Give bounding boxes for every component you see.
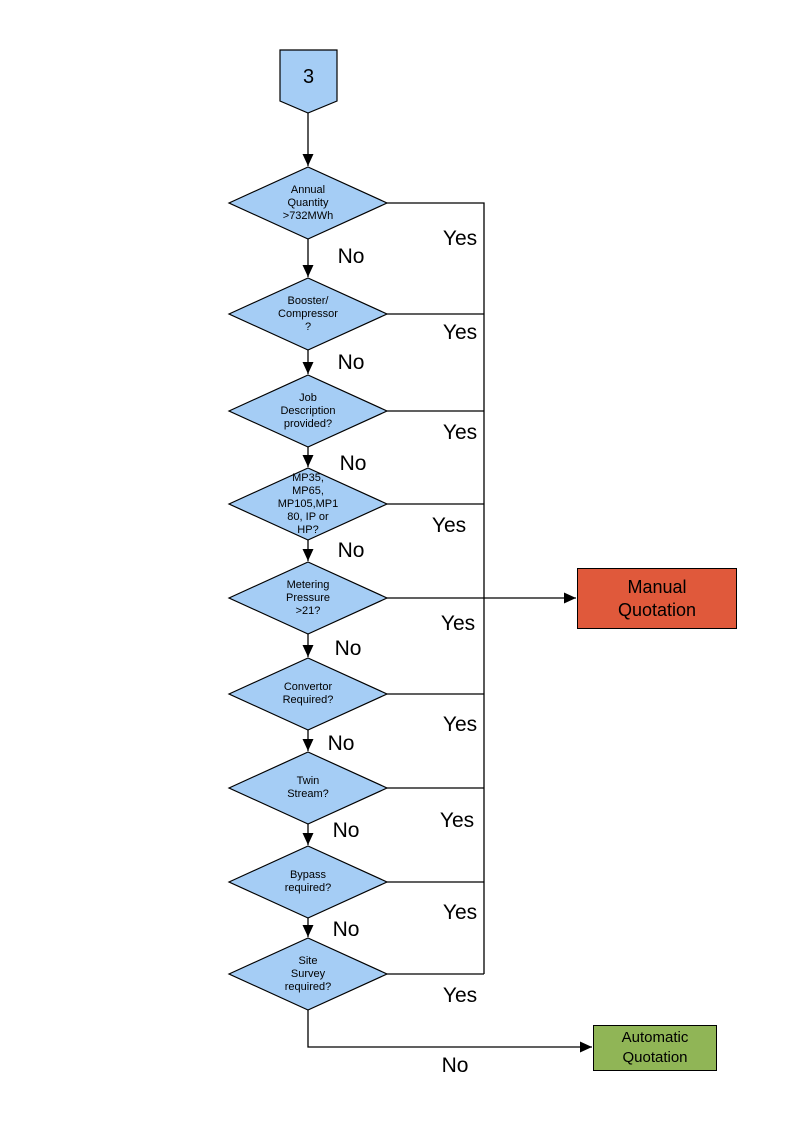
yes-label: Yes xyxy=(440,612,476,635)
decision-job-description-shape xyxy=(227,374,389,448)
no-label: No xyxy=(337,245,365,268)
yes-label: Yes xyxy=(442,421,478,444)
no-label: No xyxy=(332,819,360,842)
edge-yes-trunk xyxy=(387,202,485,974)
decision-meter-type-shape xyxy=(227,467,389,541)
decision-booster-compressor-shape xyxy=(227,277,389,351)
no-label: No xyxy=(327,732,355,755)
automatic-quotation-box: Automatic Quotation xyxy=(593,1025,717,1071)
yes-label: Yes xyxy=(442,901,478,924)
yes-label: Yes xyxy=(442,227,478,250)
no-label: No xyxy=(332,918,360,941)
decision-bypass-shape xyxy=(227,845,389,919)
offpage-connector-shape xyxy=(279,49,338,114)
no-label: No xyxy=(339,452,367,475)
yes-label: Yes xyxy=(442,713,478,736)
decision-metering-pressure-shape xyxy=(227,561,389,635)
yes-label: Yes xyxy=(442,984,478,1007)
edge-no-to-automatic-quotation xyxy=(307,1010,592,1053)
decision-annual-quantity-shape xyxy=(227,166,389,240)
automatic-quotation-label: Automatic Quotation xyxy=(621,1029,689,1066)
yes-label: Yes xyxy=(431,514,467,537)
yes-label: Yes xyxy=(439,809,475,832)
decision-site-survey-shape xyxy=(227,937,389,1011)
no-label: No xyxy=(337,539,365,562)
decision-convertor-shape xyxy=(227,657,389,731)
manual-quotation-label: Manual Quotation xyxy=(617,576,697,620)
decision-twin-stream-shape xyxy=(227,751,389,825)
no-label: No xyxy=(337,351,365,374)
offpage-connector-label: 3 xyxy=(302,65,315,88)
no-label: No xyxy=(441,1054,469,1077)
no-label: No xyxy=(334,637,362,660)
yes-label: Yes xyxy=(442,321,478,344)
manual-quotation-box: Manual Quotation xyxy=(577,568,737,629)
